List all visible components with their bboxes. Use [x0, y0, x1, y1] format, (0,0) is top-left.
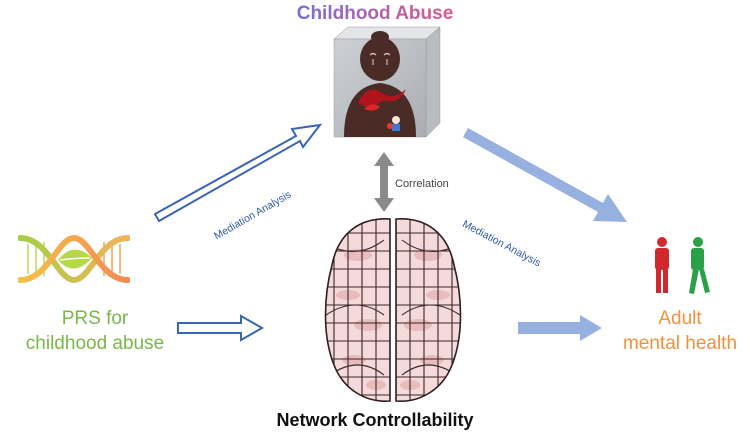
childhood-abuse-title: Childhood Abuse — [248, 0, 502, 32]
title-text: Childhood Abuse — [297, 3, 454, 24]
person-red-icon — [655, 237, 669, 293]
abuse-cube-icon — [333, 26, 441, 138]
arrow-abuse-to-adult — [463, 128, 627, 222]
arrow-network-to-adult — [518, 315, 602, 341]
adult-mental-health-label: Adult mental health — [610, 306, 750, 356]
arrow-prs-to-abuse — [153, 123, 323, 223]
prs-line2: childhood abuse — [25, 333, 165, 354]
arrow-correlation — [374, 152, 394, 212]
dna-leaf-icon — [18, 234, 130, 284]
adult-line2: mental health — [622, 333, 738, 354]
prs-line1: PRS for — [61, 308, 129, 329]
brain-network-icon — [324, 218, 462, 402]
network-controllability-label: Network Controllability — [276, 410, 474, 430]
correlation-label: Correlation — [395, 178, 449, 190]
adult-persons — [655, 237, 710, 294]
person-green-icon — [689, 237, 710, 294]
prs-label: PRS for childhood abuse — [0, 306, 190, 356]
arrow-prs-to-network — [177, 314, 265, 342]
adult-line1: Adult — [658, 308, 702, 329]
